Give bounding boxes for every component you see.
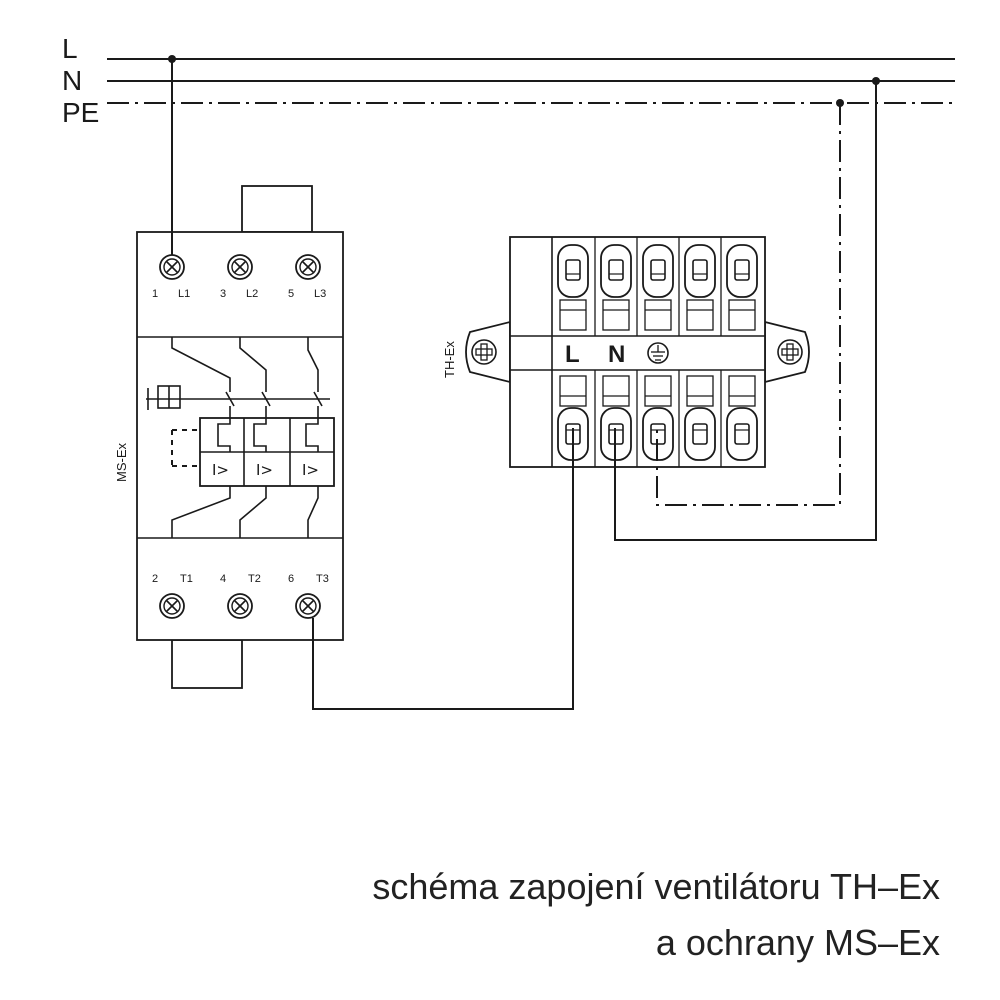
terminal-name-t2: T2 xyxy=(248,573,261,585)
overcurrent-relays: I> I> I> xyxy=(171,406,335,538)
terminal-num-1: 1 xyxy=(152,288,158,300)
bus-label-n: N xyxy=(62,65,82,96)
ms-ex-top-terminals: 1 L1 3 L2 5 L3 xyxy=(152,254,326,300)
terminal-num-4: 4 xyxy=(220,573,226,585)
ms-ex-label: MS-Ex xyxy=(114,443,129,483)
din-clip-top xyxy=(241,185,313,233)
screw-terminal-5 xyxy=(295,254,321,280)
wire-pe-to-th-ground xyxy=(656,103,841,506)
mount-screw-left-icon xyxy=(471,339,497,365)
ms-ex-bottom-terminals: 2 T1 4 T2 6 T3 xyxy=(152,573,329,619)
mount-screw-right-icon xyxy=(777,339,803,365)
terminal-name-l3: L3 xyxy=(314,288,326,300)
screw-terminal-6 xyxy=(295,593,321,619)
th-ex-label-l: L xyxy=(565,341,580,368)
relay-label-1: I> xyxy=(212,461,229,479)
screw-terminal-3 xyxy=(227,254,253,280)
th-ex-label: TH-Ex xyxy=(442,341,457,378)
bus-label-l: L xyxy=(62,33,78,64)
wire-t3-to-th-l xyxy=(312,428,574,710)
bus-label-pe: PE xyxy=(62,97,99,128)
relay-label-2: I> xyxy=(256,461,273,479)
manual-actuator-icon xyxy=(146,385,181,410)
terminal-name-l1: L1 xyxy=(178,288,190,300)
terminal-num-2: 2 xyxy=(152,573,158,585)
terminal-name-t1: T1 xyxy=(180,573,193,585)
wiring xyxy=(171,59,877,710)
ms-ex-device: 1 L1 3 L2 5 L3 2 T1 4 T2 6 T3 MS-Ex xyxy=(114,185,344,689)
screw-terminal-2 xyxy=(159,593,185,619)
screw-terminal-4 xyxy=(227,593,253,619)
ground-symbol-icon xyxy=(647,342,669,364)
terminal-name-t3: T3 xyxy=(316,573,329,585)
terminal-name-l2: L2 xyxy=(246,288,258,300)
th-ex-terminal-block: L N TH-Ex xyxy=(442,236,810,468)
terminal-num-6: 6 xyxy=(288,573,294,585)
relay-label-3: I> xyxy=(302,461,319,479)
wire-n-to-th-n xyxy=(614,81,877,541)
terminal-num-3: 3 xyxy=(220,288,226,300)
th-ex-label-n: N xyxy=(608,341,625,368)
screw-terminal-1 xyxy=(159,254,185,280)
din-clip-bottom xyxy=(171,639,243,689)
switch-contacts xyxy=(171,337,330,467)
supply-bus: L N PE xyxy=(62,33,955,128)
terminal-num-5: 5 xyxy=(288,288,294,300)
caption-line-2: a ochrany MS–Ex xyxy=(655,922,940,963)
caption-line-1: schéma zapojení ventilátoru TH–Ex xyxy=(372,866,940,907)
